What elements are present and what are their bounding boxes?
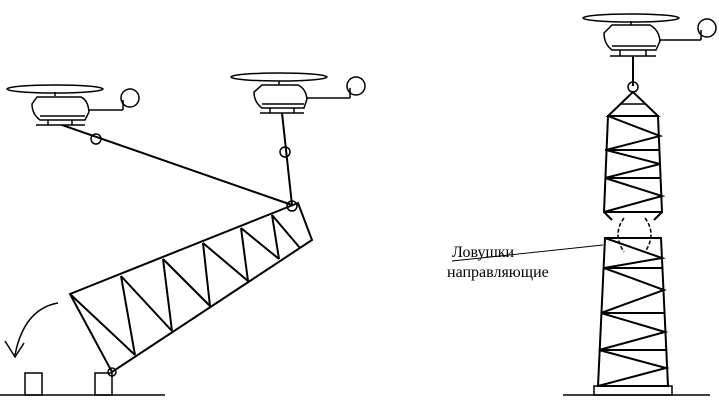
helicopter-body-middle [254,85,307,108]
helicopter-body-right [604,25,660,50]
tail-rotor-middle [347,77,365,95]
hook-middle [280,147,290,157]
helicopter-right [583,14,716,56]
rotation-arrow-head [5,341,24,357]
foundation-block-2 [95,373,112,395]
main-rotor-right [583,14,679,22]
tower-foundation [594,386,672,395]
label-leader-line [452,245,603,261]
tail-rotor-right [698,19,716,37]
main-rotor-middle [231,73,327,81]
label-guides: направляющие [447,264,549,281]
lifting-point [287,201,297,211]
helicopter-middle [231,73,365,113]
guide-trap-right [645,218,651,252]
lower-tower-section [598,238,668,386]
guide-trap-left [618,218,624,252]
foundation-block-1 [25,373,42,395]
tilted-truss-tower [70,203,312,372]
cable-left [62,125,292,205]
main-rotor-left [7,85,103,93]
upper-tower-section [604,116,662,220]
pivot-hinge [108,368,116,376]
rotation-arrow [15,303,58,355]
cable-middle [282,113,292,205]
label-traps: Ловушки [452,244,515,261]
helicopter-body-left [32,97,89,120]
tail-rotor-left [121,89,139,107]
helicopter-left [7,85,139,125]
hook-left [91,134,101,144]
